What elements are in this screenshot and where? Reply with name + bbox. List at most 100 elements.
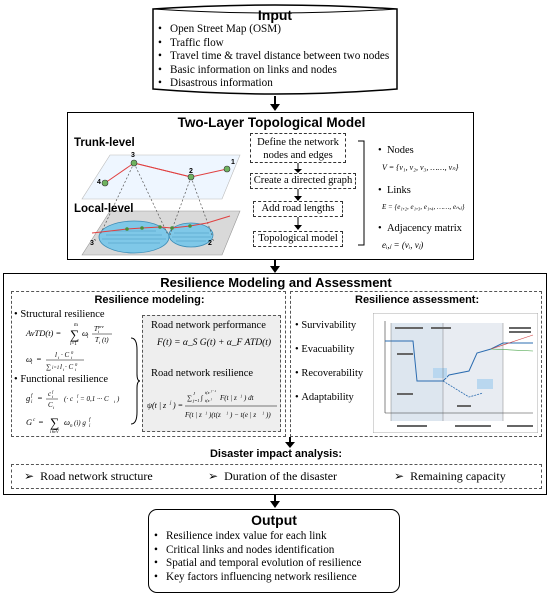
output-item: Critical links and nodes identification [152,544,361,558]
perf-title: Road network performance [151,320,266,331]
svg-text:C: C [48,401,53,409]
svg-text:i: i [53,405,55,410]
bullet-icon: • [295,344,302,355]
svg-text:∑: ∑ [70,327,79,342]
bracket-shape [358,140,365,246]
assess-item: Recoverability [301,368,364,379]
svg-text:i=1: i=1 [70,342,77,347]
bullet-icon: • [378,223,387,234]
svg-text:=: = [38,417,44,427]
assess-item-row: • Adaptability [295,392,354,403]
svg-text:j: j [226,410,229,415]
structural-label-row: • Structural resilience [14,309,105,320]
assessment-panel: Resilience assessment: • Survivability •… [290,291,542,437]
assess-item: Survivability [301,320,357,331]
bullet-icon: • [14,309,21,320]
svg-text:J: J [193,391,196,396]
svg-text:i: i [52,394,54,399]
svg-text:∑: ∑ [50,415,59,430]
step-model: Topological model [253,231,343,247]
nodes-def: • Nodes [378,145,414,156]
svg-text:) − t(e | z: ) − t(e | z [229,411,256,419]
svg-text:(· c: (· c [64,395,74,403]
svg-text:ω: ω [82,328,88,338]
assess-item: Adaptability [301,392,354,403]
svg-text:i: i [98,329,100,334]
svg-text:pre: pre [97,324,104,329]
step-arrows [294,163,302,230]
impact-item-row: ➢ Remaining capacity [394,469,506,484]
svg-text:c: c [33,418,36,423]
svg-text:AvTD(t) =: AvTD(t) = [25,328,61,338]
svg-text:) dt: ) dt [243,394,255,402]
input-item: Disastrous information [156,77,389,91]
input-list: Open Street Map (OSM) Traffic flow Trave… [156,23,389,91]
resilience-curve-thumbnail [373,313,538,433]
resilience-title: Resilience Modeling and Assessment [160,275,392,290]
output-item: Key factors influencing network resilien… [152,571,361,585]
functional-label-row: • Functional resilience [14,374,108,385]
arrow-input-to-topo [270,96,280,112]
arrow-to-impact [285,437,295,449]
svg-text:m: m [74,323,78,328]
impact-item: Road network structure [40,469,153,483]
output-section: Output Resilience index value for each l… [148,509,400,593]
arrow-res-to-output [270,495,280,509]
assess-item-row: • Survivability [295,320,356,331]
impact-item: Duration of the disaster [224,469,338,483]
svg-text:f: f [52,389,54,394]
local-level-label: Local-level [74,203,134,215]
trunk-node-label: 4 [97,179,101,186]
step-define: Define the network nodes and edges [250,133,346,163]
output-title: Output [251,512,297,528]
svg-text:j: j [210,397,212,401]
svg-text:F(t | z: F(t | z [184,411,202,419]
svg-text:ω: ω [26,354,32,364]
links-def: • Links [378,185,411,196]
svg-text:G: G [26,417,32,427]
links-label: Links [386,185,411,196]
svg-text:∫: ∫ [200,394,204,402]
svg-text:f: f [89,418,91,423]
svg-text:t(z: t(z [205,390,210,395]
input-item: Basic information on links and nodes [156,64,389,78]
svg-text:0: 0 [75,362,78,367]
bullet-icon: • [14,374,21,385]
svg-text:i: i [77,399,79,404]
svg-text:ψ(t | z: ψ(t | z [147,401,167,410]
output-item: Resilience index value for each link [152,530,361,544]
input-item: Travel time & travel distance between tw… [156,50,389,64]
svg-text:j: j [262,410,265,415]
input-title: Input [257,7,293,23]
perf-formula: F(t) = α_S G(t) + α_F ATD(t) [157,338,272,348]
assess-item-row: • Recoverability [295,368,363,379]
svg-text:0: 0 [71,350,74,355]
adj-formula: eᵢ,ⱼ = (vᵢ, vⱼ) [382,240,424,250]
topo-section: Two-Layer Topological Model Trunk-level [67,112,474,260]
svg-text:(t): (t) [102,336,109,344]
bullet-icon: • [295,368,302,379]
arrow-topo-to-res [270,260,280,274]
svg-text:j=1: j=1 [192,398,200,403]
local-node-label: 2` [208,240,215,247]
input-item: Traffic flow [156,37,389,51]
trunk-node-label: 2 [189,168,193,175]
impact-panel: ➢ Road network structure ➢ Duration of t… [11,464,542,489]
svg-text:T: T [94,325,99,333]
step-graph: Create a directed graph [250,173,356,189]
trunk-node-label: 3 [131,152,135,159]
svg-text:i: i [114,399,116,404]
nodes-label: Nodes [386,145,414,156]
svg-text:(i) g: (i) g [74,419,86,427]
svg-text:i: i [71,355,73,360]
svg-text:n: n [70,424,73,429]
resilience-section: Resilience Modeling and Assessment Resil… [3,273,547,495]
bullet-icon: • [378,185,387,196]
modeling-panel: Resilience modeling: • Structural resili… [11,291,286,437]
assess-item: Evacuability [301,344,355,355]
arrow-bullet-icon: ➢ [208,469,225,483]
brace-shape [130,337,141,425]
svg-text:f: f [31,394,33,399]
two-layer-illustration [81,154,241,256]
